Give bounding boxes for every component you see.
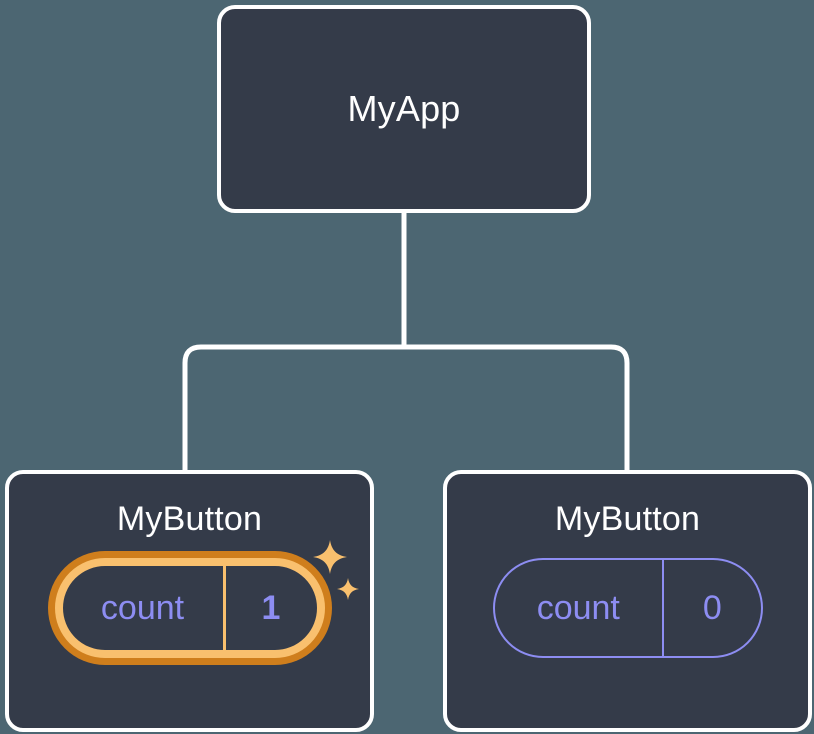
node-child-mybutton-right[interactable]: MyButton count 0 (443, 470, 812, 732)
node-title: MyButton (116, 500, 263, 538)
state-pill[interactable]: count 0 (492, 558, 763, 658)
state-key: count (536, 589, 620, 627)
sparkle-small-icon (336, 578, 359, 600)
node-child-mybutton-left[interactable]: MyButton count 1 (5, 470, 374, 732)
state-value: 0 (662, 560, 760, 656)
node-title: MyApp (347, 88, 461, 129)
node-root-myapp[interactable]: MyApp (217, 5, 591, 213)
state-key: count (100, 589, 185, 627)
connector-branch-bar (182, 344, 630, 472)
sparkle-group (311, 540, 371, 620)
state-pill-highlighted[interactable]: count 1 (54, 558, 325, 658)
state-value: 1 (222, 566, 317, 650)
sparkle-large-icon (312, 540, 347, 574)
state-pill-wrapper: count 1 (54, 540, 359, 658)
state-pill-wrapper: count 0 (492, 558, 763, 658)
node-title: MyButton (554, 500, 701, 538)
